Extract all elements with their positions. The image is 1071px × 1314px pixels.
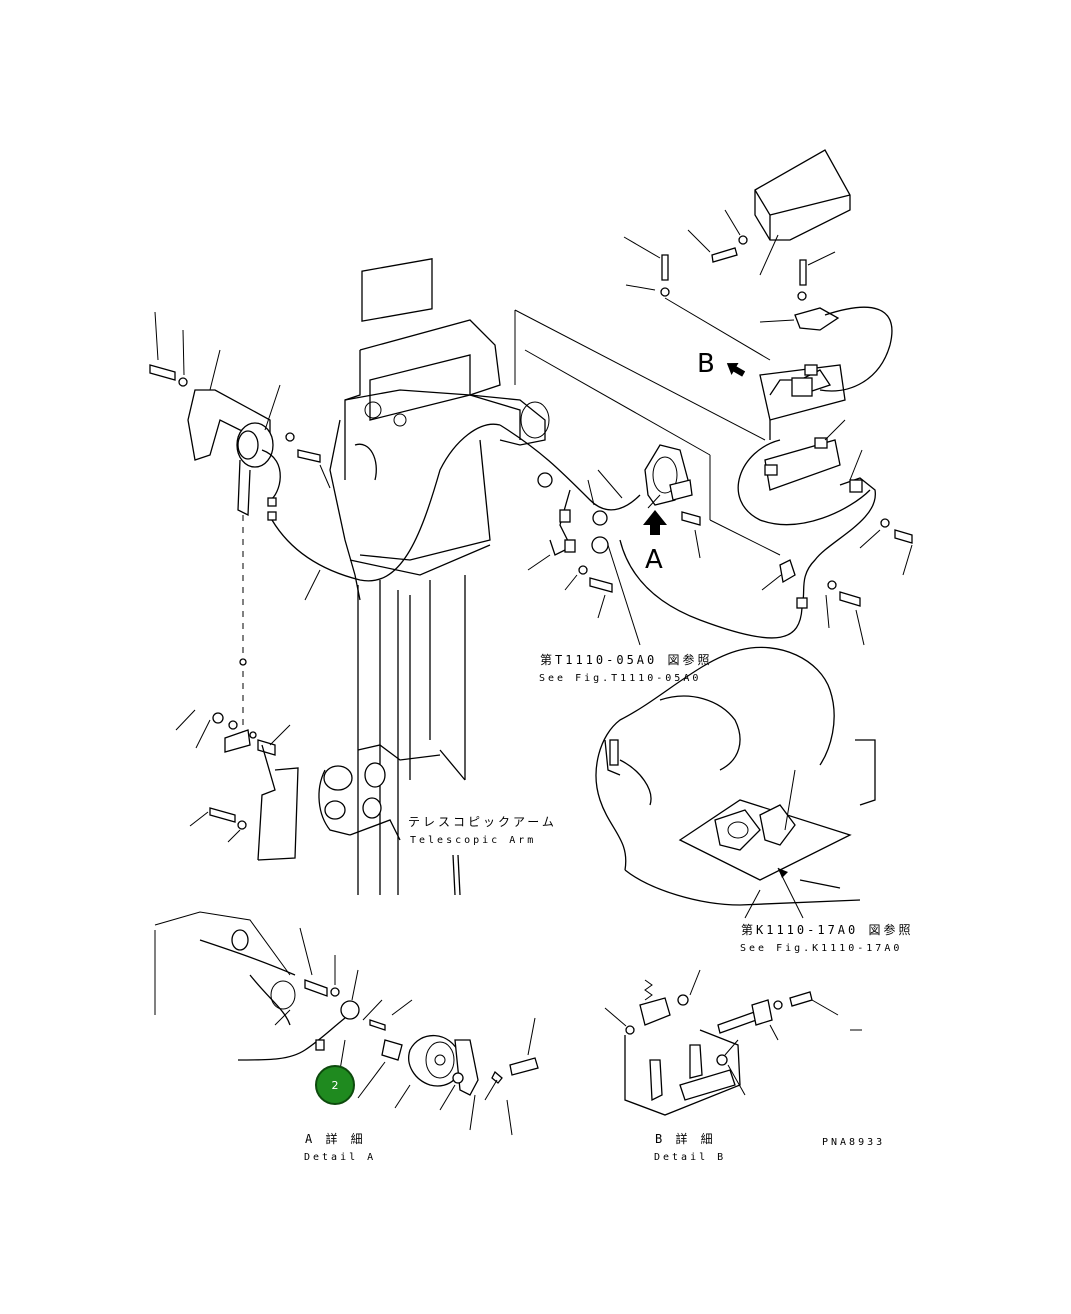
detail-b-drawing xyxy=(604,969,862,1116)
see-fig-k-jp: 第K1110-17A0 図参照 xyxy=(741,922,913,937)
detail-a-jp: A 詳 細 xyxy=(305,1131,366,1146)
detail-a-en: Detail A xyxy=(304,1152,376,1163)
view-b-label: B xyxy=(697,349,715,379)
callout-marker-number[interactable]: 2 xyxy=(332,1079,339,1092)
detail-b-jp: B 詳 細 xyxy=(655,1131,716,1146)
labels: B A 第T1110-05A0 図参照 See Fig.T1110-05A0 テ… xyxy=(304,349,913,1163)
view-a-arrow xyxy=(643,510,667,535)
detail-a-drawing xyxy=(154,911,539,1136)
telescopic-arm xyxy=(318,258,550,896)
view-b-arrow xyxy=(726,362,746,377)
engine-block xyxy=(595,646,876,919)
telescopic-arm-jp: テレスコピックアーム xyxy=(408,815,557,829)
see-fig-t-jp: 第T1110-05A0 図参照 xyxy=(540,652,712,667)
callout-marker[interactable]: 2 xyxy=(315,1065,355,1105)
left-bracket-assembly xyxy=(149,311,501,861)
detail-b-en: Detail B xyxy=(654,1152,726,1163)
see-fig-t-en: See Fig.T1110-05A0 xyxy=(539,673,701,684)
drawing-number: PNA8933 xyxy=(822,1137,885,1148)
see-fig-k-en: See Fig.K1110-17A0 xyxy=(740,943,902,954)
control-box-assembly xyxy=(514,149,913,646)
view-a-label: A xyxy=(645,545,663,575)
telescopic-arm-en: Telescopic Arm xyxy=(410,835,536,846)
switch-assembly-upper xyxy=(499,424,701,646)
callout-marker-circle[interactable] xyxy=(315,1065,355,1105)
